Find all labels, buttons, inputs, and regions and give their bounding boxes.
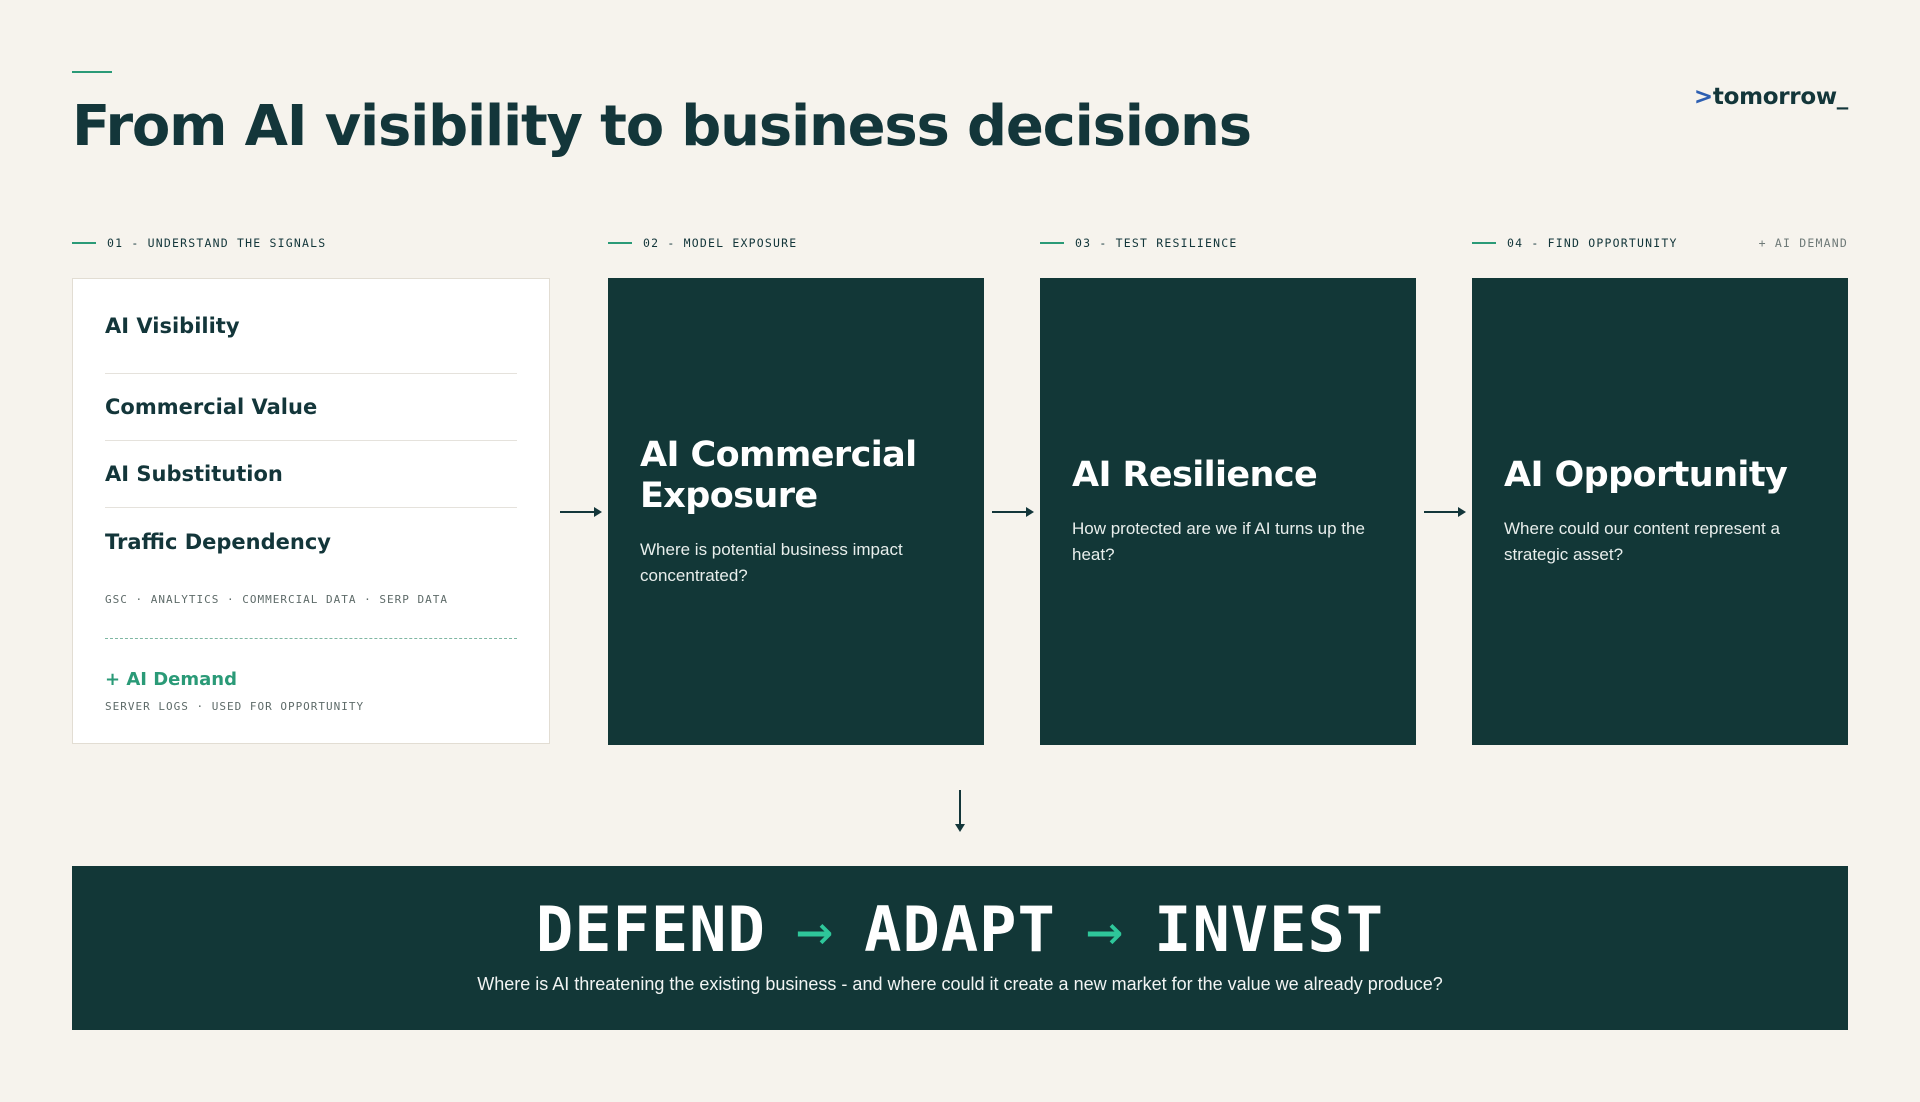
logo-text: tomorrow_	[1712, 84, 1848, 110]
banner-word-defend: DEFEND	[535, 893, 766, 966]
step-dash	[608, 242, 632, 244]
card-question: Where could our content represent a stra…	[1504, 519, 1780, 564]
arrow-right-icon	[1424, 507, 1466, 517]
step-label-text: 04 - FIND OPPORTUNITY	[1507, 236, 1678, 250]
signal-item: AI Substitution	[105, 441, 517, 508]
step-label-03: 03 - TEST RESILIENCE	[1040, 236, 1237, 250]
step-label-02: 02 - MODEL EXPOSURE	[608, 236, 797, 250]
arrow-down-icon	[955, 790, 965, 832]
arrow-right-icon	[992, 507, 1034, 517]
ai-demand-sources: SERVER LOGS · USED FOR OPPORTUNITY	[105, 700, 365, 713]
decision-banner: DEFEND → ADAPT → INVEST Where is AI threaten…	[72, 866, 1848, 1030]
banner-subtitle: Where is AI threatening the existing bus…	[477, 974, 1443, 994]
card-opportunity: AI Opportunity Where could our content r…	[1472, 278, 1848, 745]
card-title: AI Resilience	[1072, 455, 1318, 495]
logo-caret: >	[1693, 84, 1713, 110]
arrow-right-icon	[560, 507, 602, 517]
ai-demand-title: + AI Demand	[105, 669, 237, 690]
card-title: AI Opportunity	[1504, 455, 1788, 495]
signal-sources: GSC · ANALYTICS · COMMERCIAL DATA · SERP…	[105, 593, 449, 606]
signal-item: Traffic Dependency	[105, 529, 331, 554]
banner-word-invest: INVEST	[1154, 893, 1385, 966]
page-title: From AI visibility to business decisions	[72, 94, 1252, 159]
card-question: How protected are we if AI turns up the …	[1072, 519, 1365, 564]
card-commercial-exposure: AI Commercial Exposure Where is potentia…	[608, 278, 984, 745]
step-label-04: 04 - FIND OPPORTUNITY	[1472, 236, 1678, 250]
signal-item: AI Visibility	[105, 279, 517, 374]
step-label-text: 03 - TEST RESILIENCE	[1075, 236, 1238, 250]
card-title: AI Commercial Exposure	[640, 434, 917, 516]
brand-logo[interactable]: >tomorrow_	[1694, 84, 1848, 110]
arrow-right-icon: →	[795, 893, 835, 966]
step-label-text: 01 - UNDERSTAND THE SIGNALS	[107, 236, 327, 250]
dotted-divider	[105, 638, 517, 639]
card-question: Where is potential business impact conce…	[640, 539, 903, 585]
signal-item: Commercial Value	[105, 374, 517, 441]
step-dash	[1040, 242, 1064, 244]
title-accent-rule	[72, 71, 112, 73]
step-label-01: 01 - UNDERSTAND THE SIGNALS	[72, 236, 326, 250]
ai-demand-tag: + AI DEMAND	[1758, 236, 1848, 250]
signals-card: AI Visibility Commercial Value AI Substi…	[72, 278, 550, 744]
arrow-right-icon: →	[1085, 893, 1125, 966]
step-label-text: 02 - MODEL EXPOSURE	[643, 236, 798, 250]
step-dash	[72, 242, 96, 244]
card-resilience: AI Resilience How protected are we if AI…	[1040, 278, 1416, 745]
banner-word-adapt: ADAPT	[864, 893, 1056, 966]
step-dash	[1472, 242, 1496, 244]
banner-headline: DEFEND → ADAPT → INVEST	[72, 894, 1848, 966]
